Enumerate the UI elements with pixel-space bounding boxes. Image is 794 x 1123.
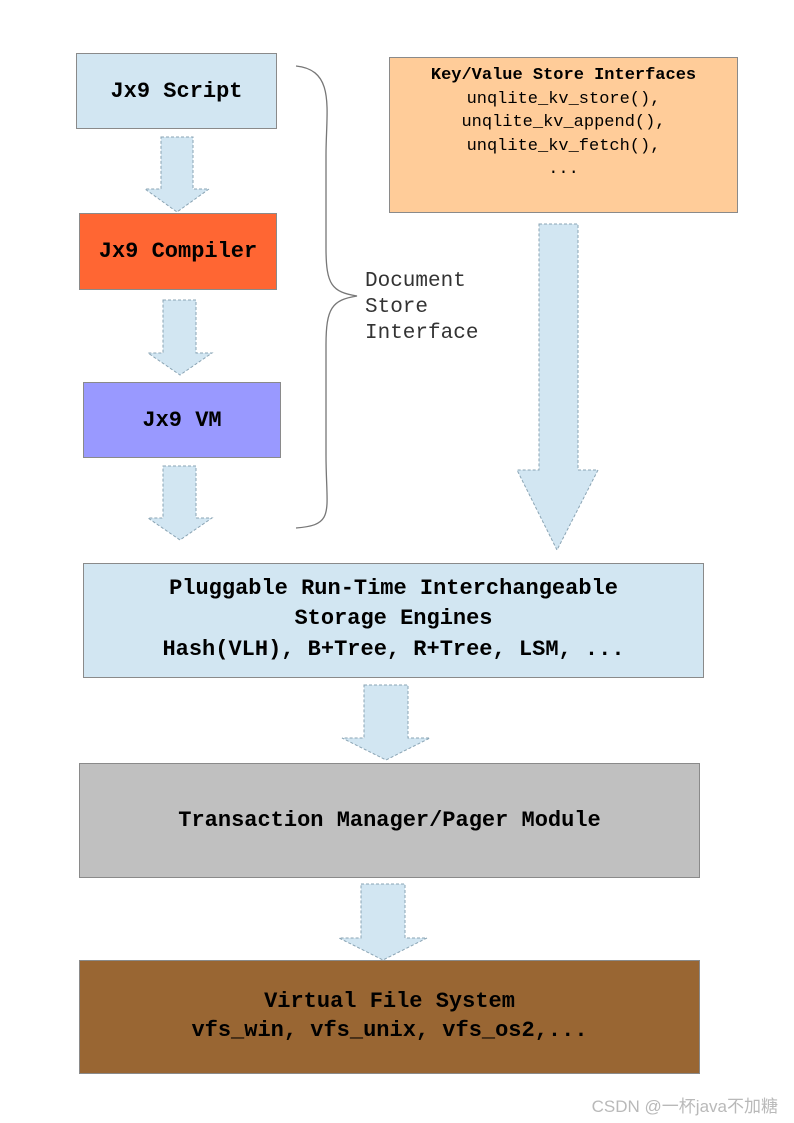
document-store-line: Document (365, 270, 466, 293)
storage-engines-line: Storage Engines (294, 606, 493, 632)
vfs-line: Virtual File System (264, 989, 515, 1014)
document-store-brace (295, 65, 358, 529)
transaction-manager-box: Transaction Manager/Pager Module (79, 763, 700, 878)
jx9-vm-box: Jx9 VM (83, 382, 281, 458)
document-store-line: Interface (365, 322, 479, 345)
jx9-vm-label: Jx9 VM (142, 407, 222, 433)
kv-interface-line: unqlite_kv_store(), (466, 89, 661, 109)
virtual-file-system-box: Virtual File System vfs_win, vfs_unix, v… (79, 960, 700, 1074)
kv-store-interfaces-box: Key/Value Store Interfaces unqlite_kv_st… (389, 57, 738, 213)
arrow-kv-to-engines (516, 223, 599, 552)
storage-engines-box: Pluggable Run-Time Interchangeable Stora… (83, 563, 704, 678)
kv-interface-line: ... (548, 160, 579, 179)
document-store-interface-label: Document Store Interface (365, 269, 478, 347)
kv-interfaces-title: Key/Value Store Interfaces (430, 66, 697, 85)
jx9-script-label: Jx9 Script (110, 78, 243, 104)
arrow-compiler-to-vm (146, 299, 214, 376)
kv-interface-line: unqlite_kv_append(), (461, 113, 666, 132)
arrow-engines-to-transaction (341, 684, 431, 761)
storage-engines-line: Hash(VLH), B+Tree, R+Tree, LSM, ... (162, 636, 625, 662)
kv-interface-line: unqlite_kv_fetch(), (466, 136, 661, 156)
watermark: CSDN @一杯java不加糖 (591, 1097, 778, 1116)
jx9-script-box: Jx9 Script (76, 53, 277, 129)
arrow-vm-to-engines (146, 465, 214, 541)
jx9-compiler-box: Jx9 Compiler (79, 213, 277, 290)
storage-engines-line: Pluggable Run-Time Interchangeable (169, 575, 618, 601)
document-store-line: Store (365, 296, 429, 319)
jx9-compiler-label: Jx9 Compiler (98, 239, 258, 264)
transaction-manager-label: Transaction Manager/Pager Module (178, 808, 601, 833)
arrow-transaction-to-vfs (338, 883, 428, 961)
arrow-script-to-compiler (143, 136, 211, 213)
vfs-line: vfs_win, vfs_unix, vfs_os2,... (191, 1018, 588, 1043)
